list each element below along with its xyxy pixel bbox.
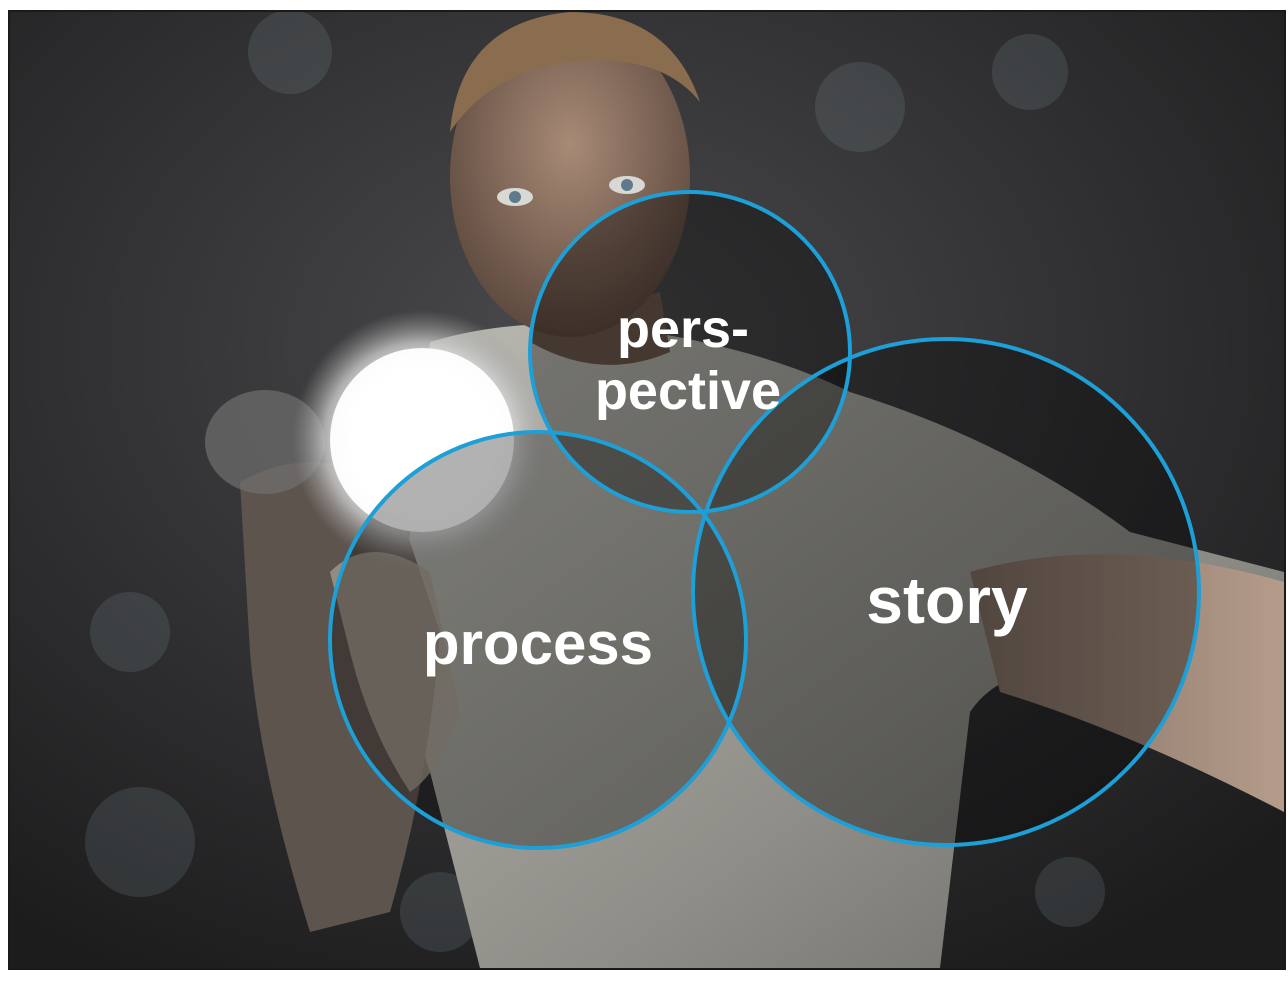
right-iris: [621, 179, 633, 191]
right-arm: [970, 554, 1284, 812]
left-iris: [509, 191, 521, 203]
left-sleeve: [330, 552, 460, 792]
circle-story: [691, 337, 1201, 847]
shirt: [403, 324, 1284, 968]
venn-diagram: pers- pective story process: [10, 12, 1284, 968]
label-perspective-line2: pective: [595, 361, 781, 421]
label-perspective-line1: pers-: [617, 299, 749, 359]
bokeh-lights: [85, 12, 1105, 952]
flashlight-bulb: [330, 348, 514, 532]
background-photo: pers- pective story process: [8, 10, 1286, 970]
label-process: process: [423, 610, 653, 677]
venn-outlines: [328, 190, 1201, 850]
hair: [450, 12, 700, 132]
head: [450, 17, 690, 337]
label-story: story: [866, 563, 1028, 637]
circle-perspective: [528, 190, 852, 514]
venn-fills: [330, 192, 1199, 848]
circle-process: [328, 430, 748, 850]
